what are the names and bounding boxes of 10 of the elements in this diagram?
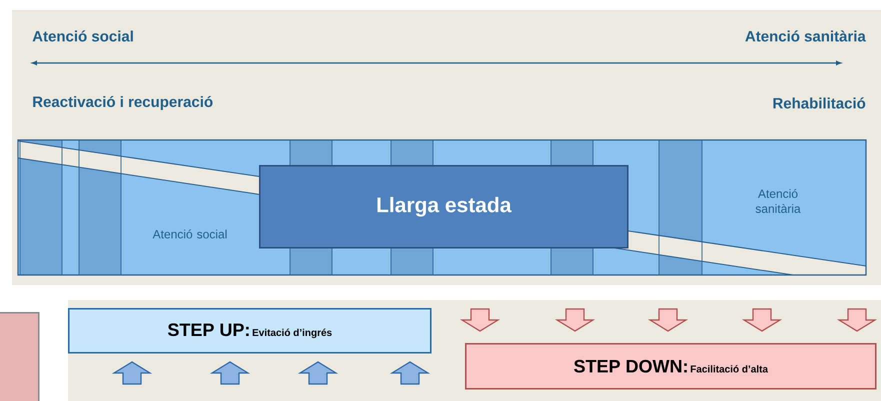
heading: Atenció social [32, 30, 133, 42]
step-box: STEP DOWN: Facilitació d’alta [465, 343, 876, 390]
heading: Atenció sanitària [745, 30, 866, 42]
empty-box [0, 312, 40, 401]
step-box: STEP UP: Evitació d’ingrés [68, 308, 432, 354]
label-box: Llarga estada [259, 165, 628, 248]
band-label: Atenció sanitària [756, 189, 801, 213]
heading: Rehabilitació [773, 97, 866, 109]
heading: Reactivació i recuperació [33, 96, 213, 110]
band-label: Atenció social [152, 230, 227, 238]
